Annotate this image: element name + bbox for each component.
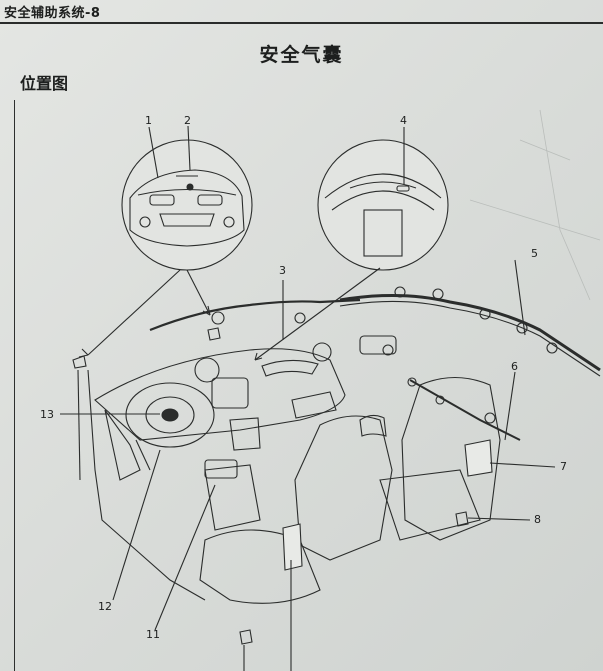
curtain-airbag-rail <box>149 286 601 441</box>
callout-8: 8 <box>534 513 541 526</box>
center-console <box>204 464 261 531</box>
vehicle-front-detail <box>121 139 253 271</box>
section-subtitle: 位置图 <box>20 74 69 93</box>
steering-wheel <box>125 382 215 471</box>
callout-2: 2 <box>184 114 191 127</box>
callout-7: 7 <box>560 460 567 473</box>
steering-wheel-detail <box>317 139 449 271</box>
left-frame-line <box>14 100 15 671</box>
page-title: 安全气囊 <box>259 44 344 66</box>
callout-4: 4 <box>400 114 407 127</box>
dashboard <box>94 342 346 481</box>
callout-12: 12 <box>98 600 112 613</box>
rear-seat <box>379 377 501 541</box>
callout-1: 1 <box>145 114 152 127</box>
callout-3: 3 <box>279 264 286 277</box>
inflator-module <box>359 335 397 355</box>
callout-11: 11 <box>146 628 160 641</box>
front-seat <box>199 414 393 604</box>
callout-5: 5 <box>531 247 538 260</box>
callout-13: 13 <box>40 408 54 421</box>
running-head: 安全辅助系统-8 <box>4 6 101 21</box>
header-rule <box>0 22 603 24</box>
callout-6: 6 <box>511 360 518 373</box>
